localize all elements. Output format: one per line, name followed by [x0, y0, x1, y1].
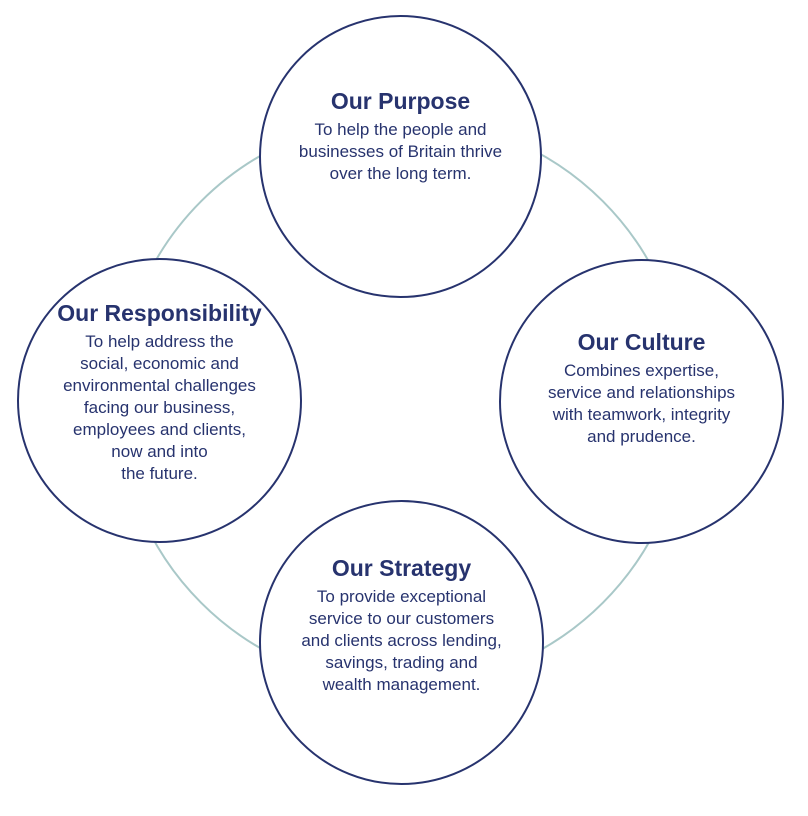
responsibility-circle: Our Responsibility To help address the s… — [17, 258, 302, 543]
responsibility-text-line: social, economic and — [80, 353, 239, 373]
responsibility-text-line: To help address the — [85, 331, 234, 351]
culture-text-line: Combines expertise, — [564, 360, 719, 380]
culture-circle: Our Culture Combines expertise, service … — [499, 259, 784, 544]
strategy-text-line: and clients across lending, — [301, 630, 502, 650]
strategy-text-line: wealth management. — [322, 674, 481, 694]
purpose-text-line: over the long term. — [329, 163, 472, 183]
strategy-circle: Our Strategy To provide exceptional serv… — [259, 500, 544, 785]
purpose-text-line: To help the people and — [314, 119, 487, 139]
culture-text-line: service and relationships — [547, 382, 736, 402]
responsibility-title: Our Responsibility — [57, 299, 262, 326]
strategy-text-line: To provide exceptional — [316, 586, 487, 606]
responsibility-text-line: now and into — [111, 441, 208, 461]
purpose-circle: Our Purpose To help the people and busin… — [259, 15, 542, 298]
responsibility-text-line: employees and clients, — [73, 419, 246, 439]
culture-text-line: and prudence. — [587, 426, 696, 446]
strategy-title: Our Strategy — [331, 554, 472, 581]
purpose-title: Our Purpose — [330, 87, 471, 114]
culture-title: Our Culture — [577, 328, 706, 355]
culture-text-line: with teamwork, integrity — [552, 404, 731, 424]
strategy-text-line: savings, trading and — [325, 652, 478, 672]
responsibility-text-line: environmental challenges — [63, 375, 256, 395]
purpose-text-line: businesses of Britain thrive — [298, 141, 503, 161]
responsibility-text-line: facing our business, — [83, 397, 236, 417]
responsibility-text-line: the future. — [121, 463, 198, 483]
strategy-text-line: service to our customers — [308, 608, 495, 628]
